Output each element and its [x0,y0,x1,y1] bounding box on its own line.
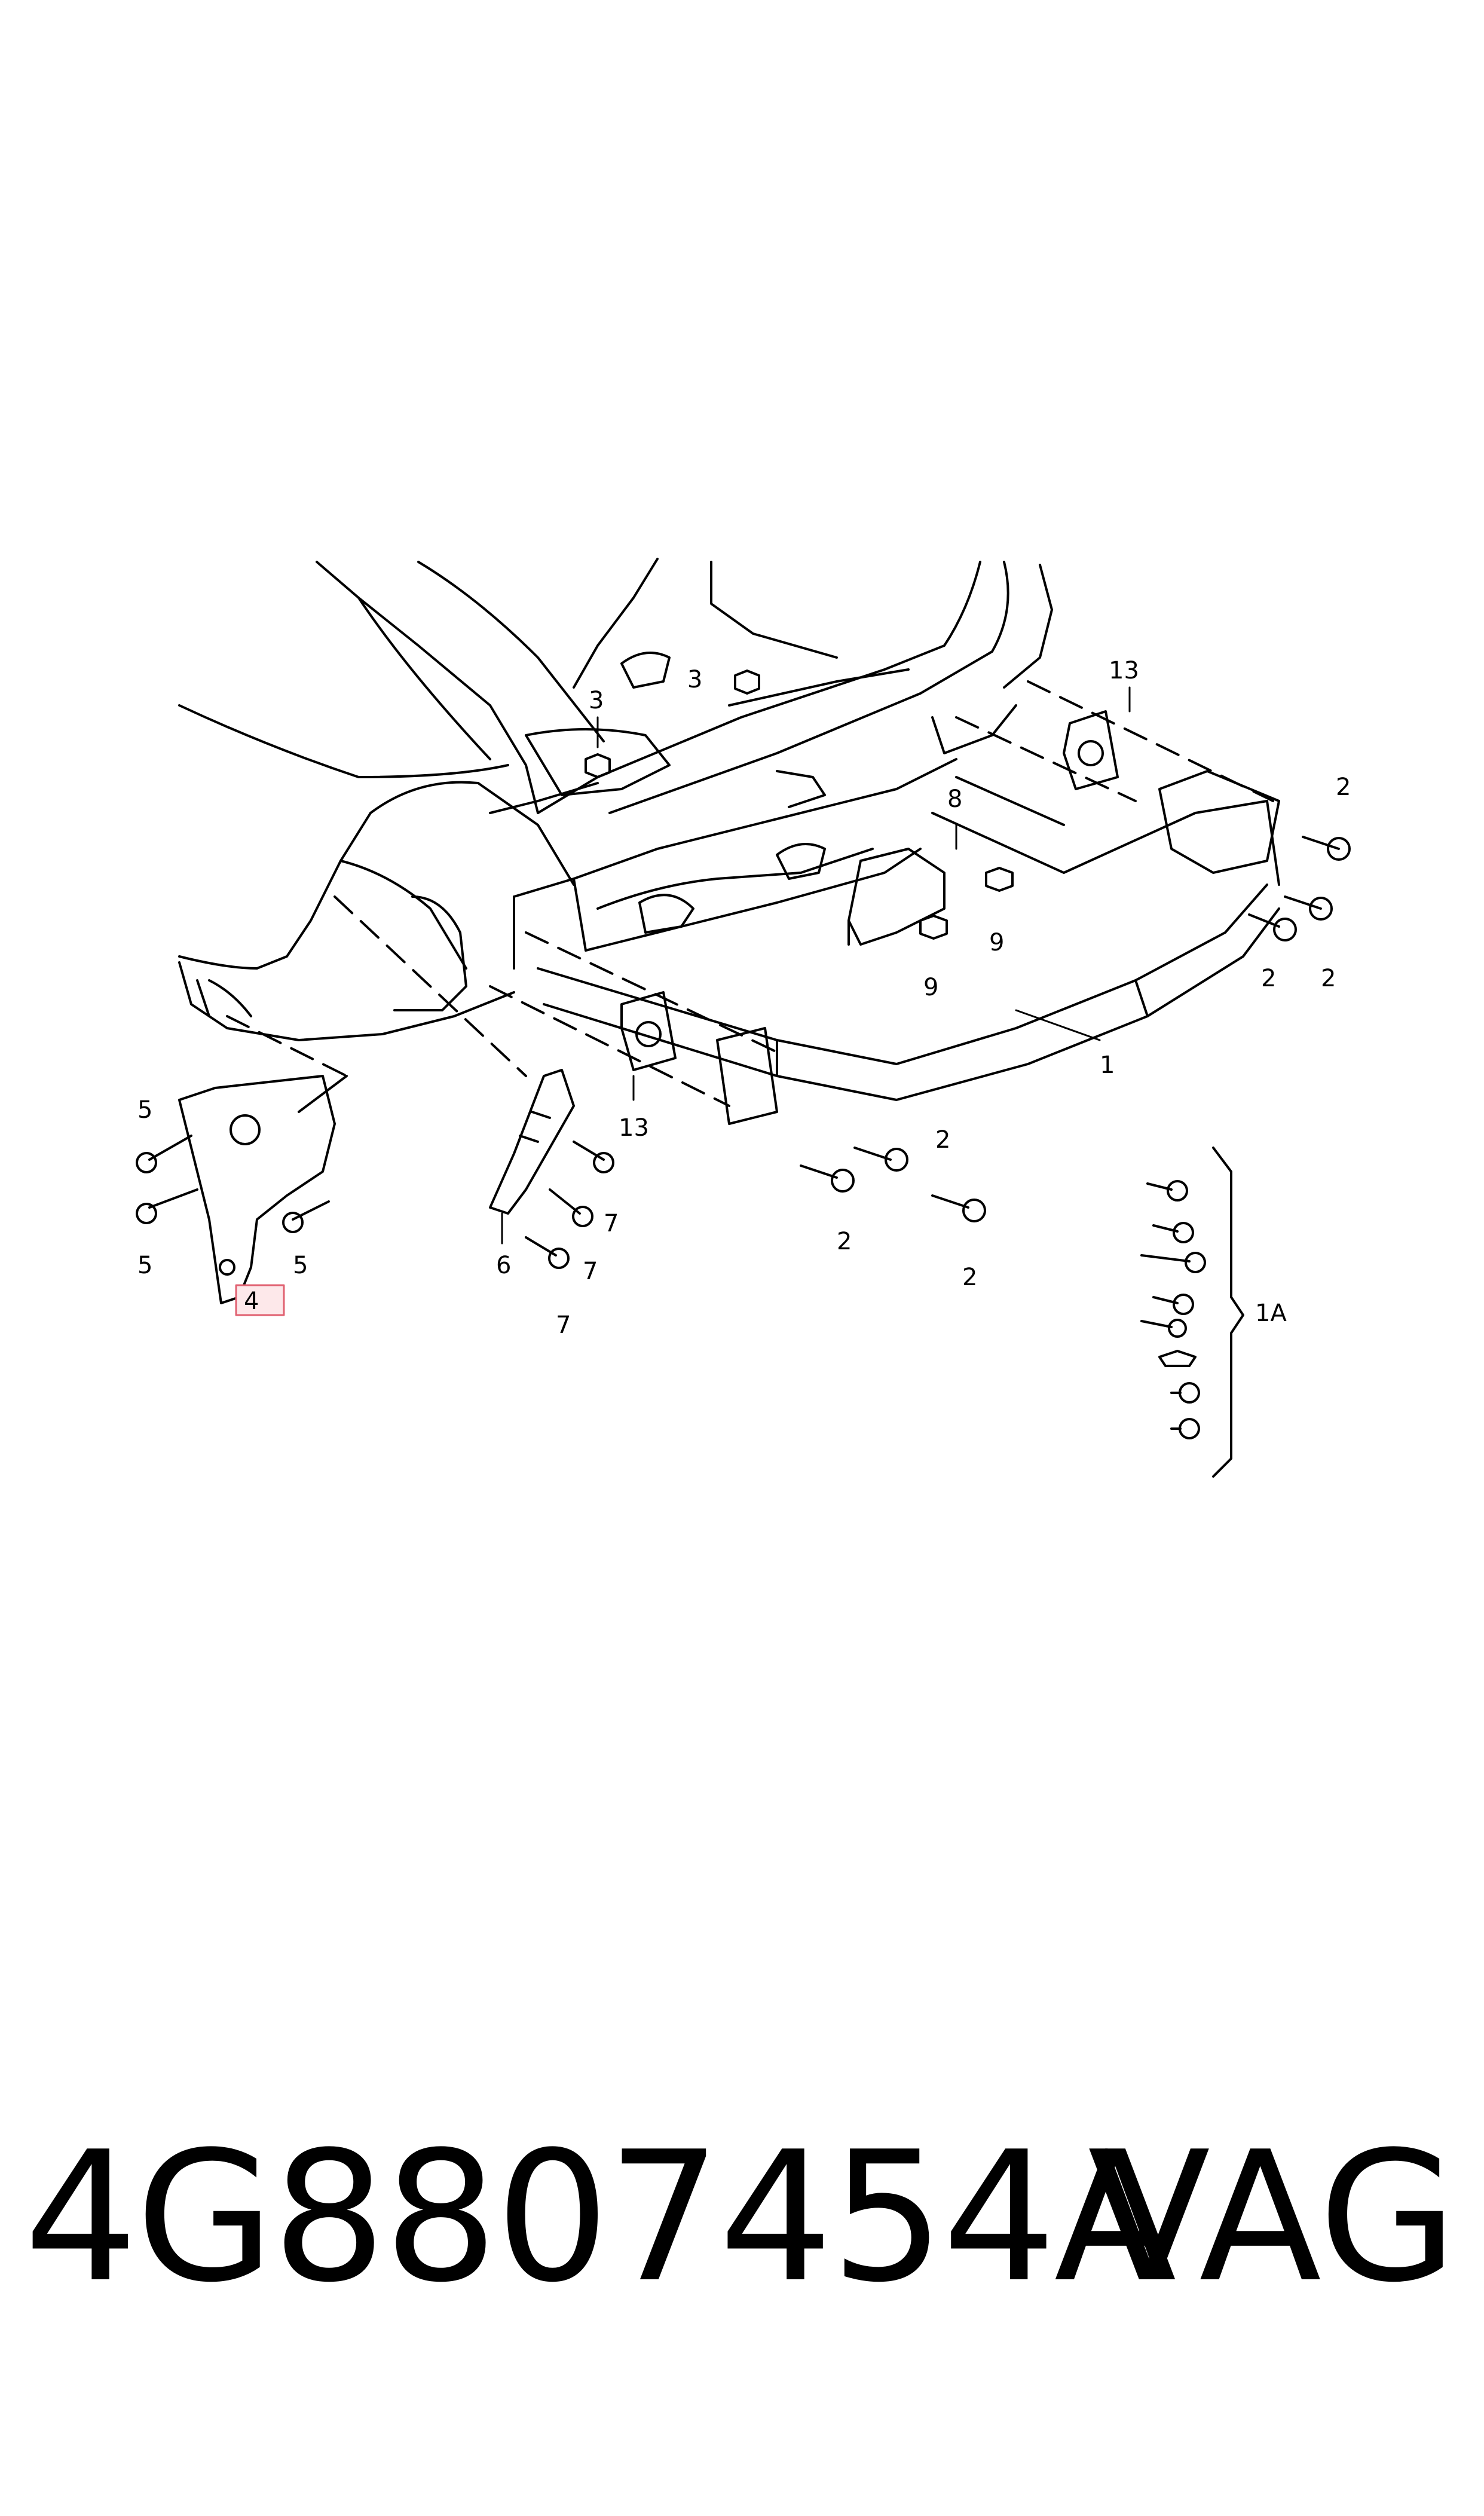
bolt-2 [1302,836,1351,861]
brand-name: VAG [1088,2113,1458,2322]
screw-7 [525,1236,570,1269]
leader-lines [250,686,1131,1316]
callout-13: 13 [619,1114,649,1142]
callout-3: 3 [589,687,604,714]
bolt-2 [1248,913,1297,941]
crash-box [716,770,1280,1125]
callout-9: 9 [989,929,1004,956]
part-number: 4G8807454A [24,2113,1177,2322]
callout-7: 7 [583,1258,598,1285]
nut-9 [985,867,1014,892]
callout-9: 9 [923,974,938,1001]
callout-5: 5 [137,1252,152,1279]
bumper-carrier-beam [537,776,1280,1101]
impact-absorber [847,848,946,946]
callout-1: 1 [1100,1051,1115,1079]
callout-1a: 1A [1255,1300,1287,1327]
screw-7 [549,1188,593,1227]
screw-5 [136,1135,192,1173]
bolt-2 [931,1194,986,1222]
callout-8: 8 [947,785,962,813]
callout-5: 5 [137,1096,152,1124]
callout-7: 7 [556,1312,571,1339]
nut-3 [585,753,611,778]
callout-2: 2 [1321,965,1336,992]
vehicle-rear-body [178,558,1053,1041]
callout-5: 5 [293,1252,308,1279]
callout-2: 2 [837,1228,852,1255]
side-guide-profile [489,1069,575,1215]
callout-2: 2 [962,1264,977,1291]
nut-3 [734,669,760,695]
fastener-assortment [1140,1147,1244,1478]
screw-5 [136,1188,198,1224]
callout-7: 7 [604,1210,619,1237]
bolt-2 [853,1147,908,1172]
callout-2: 2 [1336,774,1351,801]
screw-7 [573,1141,614,1173]
callout-3: 3 [687,666,702,693]
assembly-lines [226,680,1274,1107]
callout-2: 2 [1261,965,1276,992]
bracket-13-right [1063,710,1119,790]
highlighted-part-box [235,1284,285,1316]
callout-6: 6 [496,1252,511,1279]
screw-5 [282,1200,330,1233]
bolt-2 [1284,895,1333,921]
callout-2: 2 [935,1126,950,1154]
callout-13: 13 [1109,657,1139,684]
bolt-2 [800,1164,855,1193]
callout-4: 4 [244,1288,259,1315]
nut-9 [919,915,948,940]
group-brace [1212,1147,1244,1478]
side-guide-bracket [178,1075,348,1304]
